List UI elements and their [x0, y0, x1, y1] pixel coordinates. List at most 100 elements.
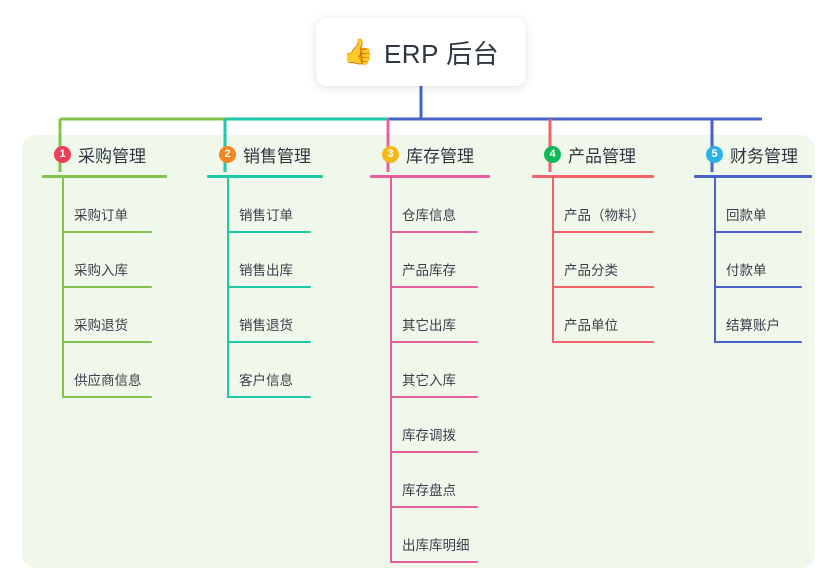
branch-column-1: 1 采购管理采购订单采购入库采购退货供应商信息	[42, 135, 194, 398]
root-node-title: ERP 后台	[383, 38, 500, 69]
branch-item[interactable]: 销售出库	[207, 233, 359, 288]
branch-item-label: 销售订单	[239, 208, 293, 223]
branch-column-2: 2 销售管理销售订单销售出库销售退货客户信息	[207, 135, 359, 398]
branch-column-3: 3 库存管理仓库信息产品库存其它出库其它入库库存调拨库存盘点出库库明细	[370, 135, 522, 563]
branch-item-rule	[390, 451, 478, 453]
branch-item[interactable]: 销售订单	[207, 178, 359, 233]
branch-item-label: 采购入库	[74, 263, 128, 278]
branch-item-rule	[390, 561, 478, 563]
branch-item[interactable]: 结算账户	[694, 288, 839, 343]
branch-item-label: 产品库存	[402, 263, 456, 278]
branch-spine	[62, 178, 64, 398]
branch-item[interactable]: 出库库明细	[370, 508, 522, 563]
branch-columns: 1 采购管理采购订单采购入库采购退货供应商信息 2 销售管理销售订单销售出库销售退货客…	[22, 135, 815, 568]
branch-title: 产品管理	[568, 146, 636, 166]
branch-items: 仓库信息产品库存其它出库其它入库库存调拨库存盘点出库库明细	[370, 178, 522, 563]
branch-item-rule	[390, 506, 478, 508]
branch-title: 库存管理	[406, 146, 474, 166]
branch-item[interactable]: 库存调拨	[370, 398, 522, 453]
branch-item[interactable]: 产品（物料）	[532, 178, 684, 233]
branch-item-rule	[62, 341, 152, 343]
branch-item-label: 仓库信息	[402, 208, 456, 223]
branch-item[interactable]: 产品分类	[532, 233, 684, 288]
branch-item-rule	[390, 231, 478, 233]
branch-header-1[interactable]: 1 采购管理	[42, 135, 194, 173]
thumbs-up-icon: 👍	[342, 37, 374, 66]
branch-item-label: 回款单	[726, 208, 767, 223]
branch-item-label: 付款单	[726, 263, 767, 278]
diagram-panel	[22, 135, 815, 568]
branch-item-rule	[714, 286, 802, 288]
branch-number-badge: 2	[219, 145, 236, 163]
branch-item-label: 客户信息	[239, 373, 293, 388]
branch-title: 采购管理	[78, 146, 146, 166]
branch-item-rule	[227, 286, 311, 288]
branch-spine	[714, 178, 716, 343]
branch-item-label: 库存调拨	[402, 428, 456, 443]
branch-header-rule	[207, 175, 323, 178]
branch-item[interactable]: 销售退货	[207, 288, 359, 343]
root-node[interactable]: 👍 ERP 后台	[316, 18, 526, 86]
branch-header-rule	[532, 175, 654, 178]
branch-item-rule	[62, 396, 152, 398]
branch-item-rule	[390, 341, 478, 343]
branch-item[interactable]: 其它入库	[370, 343, 522, 398]
branch-item[interactable]: 产品库存	[370, 233, 522, 288]
branch-item[interactable]: 付款单	[694, 233, 839, 288]
branch-item-label: 采购退货	[74, 318, 128, 333]
branch-item[interactable]: 客户信息	[207, 343, 359, 398]
branch-number-badge: 5	[706, 145, 723, 163]
branch-spine	[390, 178, 392, 563]
branch-item-rule	[227, 231, 311, 233]
branch-item-rule	[227, 341, 311, 343]
branch-item[interactable]: 库存盘点	[370, 453, 522, 508]
branch-item[interactable]: 采购入库	[42, 233, 194, 288]
branch-header-4[interactable]: 4 产品管理	[532, 135, 684, 173]
branch-item-rule	[714, 231, 802, 233]
branch-item-label: 出库库明细	[402, 538, 470, 553]
branch-number-badge: 1	[54, 145, 71, 163]
branch-item-label: 其它出库	[402, 318, 456, 333]
branch-item-rule	[552, 341, 654, 343]
branch-item-rule	[227, 396, 311, 398]
branch-items: 回款单付款单结算账户	[694, 178, 839, 343]
branch-item-rule	[552, 286, 654, 288]
branch-item-rule	[62, 286, 152, 288]
branch-item-label: 库存盘点	[402, 483, 456, 498]
branch-item-rule	[390, 286, 478, 288]
branch-item-label: 供应商信息	[74, 373, 142, 388]
branch-item[interactable]: 产品单位	[532, 288, 684, 343]
branch-number-badge: 4	[544, 145, 561, 163]
branch-column-4: 4 产品管理产品（物料） 产品分类产品单位	[532, 135, 684, 343]
branch-item-label: 产品分类	[564, 263, 618, 278]
branch-title: 财务管理	[730, 146, 798, 166]
branch-item[interactable]: 仓库信息	[370, 178, 522, 233]
branch-item-rule	[390, 396, 478, 398]
branch-item-label: 产品（物料）	[564, 208, 645, 223]
branch-header-rule	[370, 175, 490, 178]
branch-header-rule	[42, 175, 167, 178]
branch-item[interactable]: 供应商信息	[42, 343, 194, 398]
branch-item-rule	[714, 341, 802, 343]
branch-header-5[interactable]: 5 财务管理	[694, 135, 839, 173]
branch-spine	[552, 178, 554, 343]
branch-item[interactable]: 其它出库	[370, 288, 522, 343]
branch-item-label: 采购订单	[74, 208, 128, 223]
branch-items: 产品（物料） 产品分类产品单位	[532, 178, 684, 343]
branch-item-rule	[62, 231, 152, 233]
branch-item-label: 产品单位	[564, 318, 618, 333]
branch-item[interactable]: 采购订单	[42, 178, 194, 233]
branch-number-badge: 3	[382, 145, 399, 163]
branch-header-2[interactable]: 2 销售管理	[207, 135, 359, 173]
branch-title: 销售管理	[243, 146, 311, 166]
branch-item[interactable]: 回款单	[694, 178, 839, 233]
branch-item-rule	[552, 231, 654, 233]
branch-items: 采购订单采购入库采购退货供应商信息	[42, 178, 194, 398]
branch-item-label: 其它入库	[402, 373, 456, 388]
branch-header-3[interactable]: 3 库存管理	[370, 135, 522, 173]
branch-column-5: 5 财务管理回款单付款单结算账户	[694, 135, 839, 343]
branch-item-label: 销售退货	[239, 318, 293, 333]
branch-item-label: 销售出库	[239, 263, 293, 278]
branch-item[interactable]: 采购退货	[42, 288, 194, 343]
